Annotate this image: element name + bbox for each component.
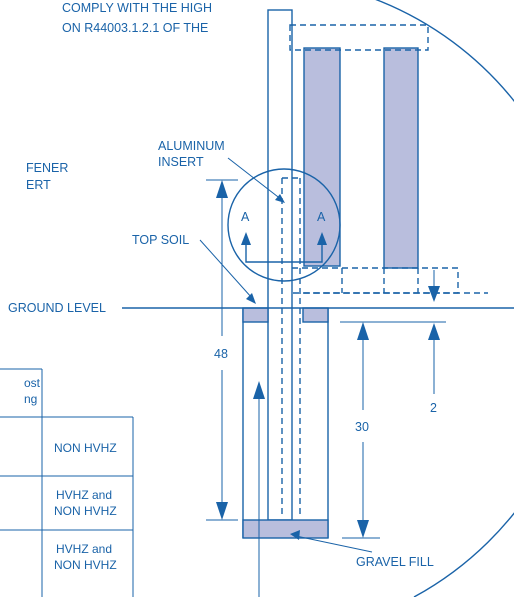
detail-circle-arc xyxy=(375,0,514,597)
dim30-arrow-bottom xyxy=(357,520,369,538)
bottom-leader-arrow xyxy=(253,381,265,399)
table-row-2-line-1: HVHZ and xyxy=(56,488,112,502)
section-label-right: A xyxy=(317,210,326,224)
section-cut-line xyxy=(245,245,323,263)
table-row-2-line-2: NON HVHZ xyxy=(54,504,117,518)
dim48-label: 48 xyxy=(214,347,228,361)
table-row-3-line-2: NON HVHZ xyxy=(54,558,117,572)
section-arrow-right xyxy=(317,232,327,245)
gravel-fill-leader-arrow xyxy=(290,530,300,540)
dim2-arrow-bottom xyxy=(428,323,440,340)
stud-left xyxy=(303,47,341,267)
stiffener-note-line-1: FENER xyxy=(26,161,68,175)
top-soil-left xyxy=(242,307,269,323)
gravel-fill-leader xyxy=(295,535,373,553)
stiffener-note-line-2: ERT xyxy=(26,178,51,192)
table-row-1-line-1: NON HVHZ xyxy=(54,441,117,455)
dim2-label: 2 xyxy=(430,401,437,415)
table-row-3-line-1: HVHZ and xyxy=(56,542,112,556)
note-line-2: ON R44003.1.2.1 OF THE xyxy=(62,21,208,35)
top-soil-leader xyxy=(199,239,253,299)
aluminum-insert-label-1: ALUMINUM xyxy=(158,139,225,153)
aluminum-insert-leader xyxy=(227,157,283,201)
note-line-1: COMPLY WITH THE HIGH xyxy=(62,1,212,15)
aluminum-insert-label-2: INSERT xyxy=(158,155,204,169)
top-soil-label: TOP SOIL xyxy=(132,233,189,247)
top-soil-leader-arrow xyxy=(246,293,256,304)
top-soil-right xyxy=(302,307,329,323)
dim30-arrow-top xyxy=(357,322,369,340)
table-header-line-1: ost xyxy=(24,376,41,390)
section-arrow-left xyxy=(241,232,251,245)
gravel-fill-block xyxy=(242,519,329,539)
stud-right xyxy=(383,47,419,269)
dim30-label: 30 xyxy=(355,420,369,434)
aluminum-insert-leader-arrow xyxy=(275,194,285,203)
gravel-fill-label: GRAVEL FILL xyxy=(356,555,434,569)
post xyxy=(267,9,293,521)
section-circle xyxy=(227,168,341,282)
dim48-arrow-bottom xyxy=(216,502,228,520)
dim48-arrow-top xyxy=(216,180,228,198)
section-label-left: A xyxy=(241,210,250,224)
ground-level-label: GROUND LEVEL xyxy=(8,301,106,315)
dim2-arrow-top xyxy=(428,286,440,302)
table-header-line-2: ng xyxy=(24,392,37,406)
top-rail-dashed xyxy=(289,24,429,51)
